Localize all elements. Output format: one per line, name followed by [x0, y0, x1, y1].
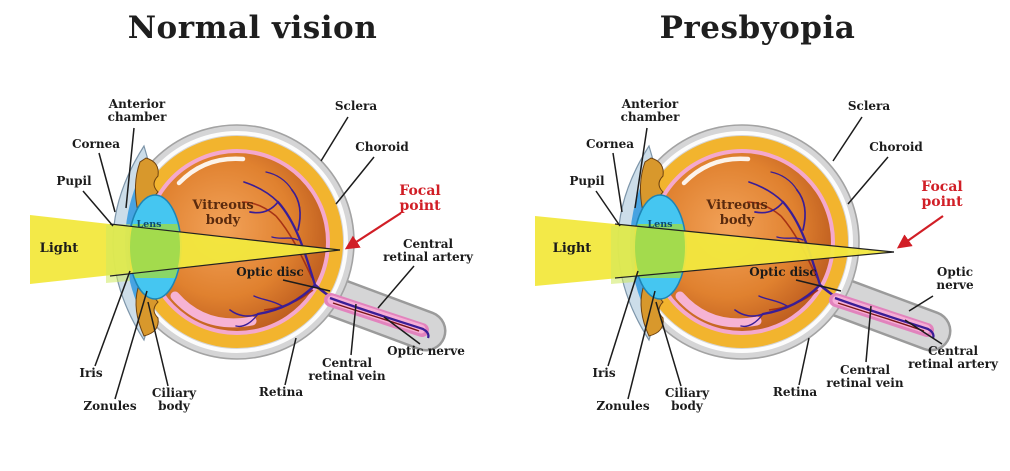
label-cornea: Cornea: [71, 137, 120, 151]
label-retina: Retina: [772, 385, 818, 399]
label-ciliary-body: Ciliary body: [664, 386, 710, 414]
label-central-retinal-vein: Central retinal vein: [826, 363, 904, 391]
leader-lines: [82, 116, 421, 400]
beam-chamber-tint: [611, 225, 635, 284]
label-iris: Iris: [79, 366, 103, 380]
label-choroid: Choroid: [869, 140, 923, 154]
label-ciliary-body: Ciliary body: [151, 386, 197, 414]
label-cornea: Cornea: [585, 137, 634, 151]
label-zonules: Zonules: [596, 399, 650, 413]
label-iris: Iris: [592, 366, 616, 380]
label-pupil: Pupil: [56, 174, 92, 188]
beam-through-lens: [130, 224, 180, 278]
label-vitreous-body: Vitreous body: [706, 198, 768, 228]
label-central-retinal-artery: Central retinal artery: [383, 237, 473, 265]
label-optic-disc: Optic disc: [749, 265, 817, 279]
converging-rays: [614, 223, 895, 279]
label-optic-nerve: Optic nerve: [387, 344, 465, 358]
label-retina: Retina: [258, 385, 304, 399]
leader-lines: [595, 116, 943, 400]
label-vitreous-body: Vitreous body: [192, 198, 254, 228]
normal-vision-illustration: [30, 0, 505, 400]
beam-through-lens: [635, 224, 685, 278]
label-light: Light: [552, 241, 592, 256]
label-sclera: Sclera: [334, 99, 378, 113]
label-optic-disc: Optic disc: [236, 265, 304, 279]
label-sclera: Sclera: [847, 99, 891, 113]
focal-point-arrow: [344, 212, 402, 250]
label-anterior-chamber: Anterior chamber: [620, 97, 680, 125]
label-zonules: Zonules: [83, 399, 137, 413]
converging-rays: [109, 223, 341, 277]
label-focal-point: Focal point: [399, 183, 441, 215]
presbyopia-illustration: [535, 0, 1010, 400]
beam-chamber-tint: [106, 224, 130, 283]
label-lens: Lens: [136, 219, 162, 230]
label-central-retinal-vein: Central retinal vein: [308, 356, 386, 384]
label-anterior-chamber: Anterior chamber: [107, 97, 167, 125]
label-lens: Lens: [647, 219, 673, 230]
panel-normal-vision: Normal vision: [30, 0, 505, 414]
panel-title: Presbyopia: [659, 10, 856, 46]
label-light: Light: [39, 241, 79, 256]
panel-title: Normal vision: [127, 10, 378, 46]
focal-point-arrow: [896, 215, 944, 249]
label-pupil: Pupil: [569, 174, 605, 188]
label-focal-point: Focal point: [921, 179, 963, 211]
panel-presbyopia: Presbyopia: [505, 0, 1010, 471]
label-choroid: Choroid: [355, 140, 409, 154]
label-optic-nerve: Optic nerve: [936, 265, 974, 293]
label-central-retinal-artery: Central retinal artery: [908, 344, 998, 372]
